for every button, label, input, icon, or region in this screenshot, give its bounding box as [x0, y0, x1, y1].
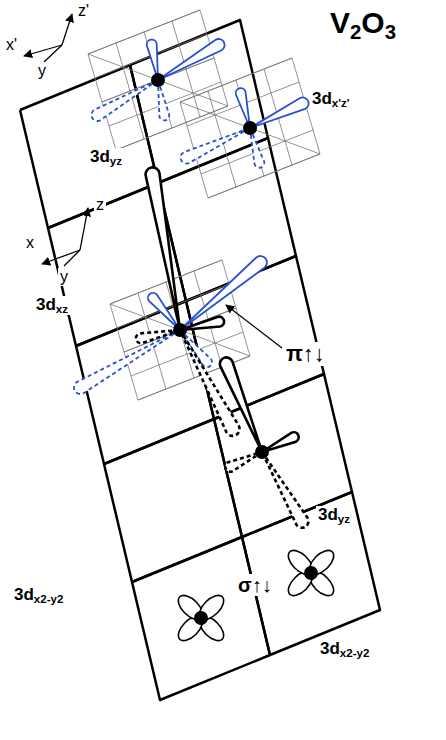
orbital-label: 3dxz	[34, 296, 70, 315]
mesh-line	[88, 10, 200, 54]
axis-arrow	[64, 250, 80, 266]
orbital-lobe	[176, 253, 270, 335]
title: V2O3	[330, 6, 396, 39]
axis-label: x'	[4, 36, 19, 54]
axis-arrow	[62, 14, 72, 45]
vanadium-atom	[243, 121, 257, 135]
orbital-lobe	[179, 123, 253, 166]
axis-label: z	[94, 196, 106, 214]
mesh-line	[124, 308, 236, 352]
mesh-line	[124, 308, 236, 352]
axis-arrow	[44, 45, 62, 62]
lattice-cell	[130, 20, 268, 183]
orbital-label: 3dx2-y2	[318, 640, 371, 659]
vanadium-atom	[304, 566, 318, 580]
mesh-line	[110, 304, 250, 356]
orbital-label: 3dyz	[88, 148, 124, 167]
orbital-label: 3dx2-y2	[12, 586, 65, 605]
lattice-cell	[132, 537, 270, 700]
axis-arrow	[226, 305, 282, 348]
vanadium-atom	[194, 611, 208, 625]
axis-arrow	[80, 208, 88, 250]
lattice-cell	[186, 256, 324, 419]
axis-arrow	[42, 250, 80, 264]
vanadium-atom	[151, 73, 165, 87]
mesh-line	[88, 10, 200, 54]
orbital-lobe	[72, 324, 184, 396]
orbital-lobe	[155, 37, 227, 85]
orbital-lobe	[144, 166, 186, 331]
orbital-lobe	[89, 75, 161, 123]
axis-label: y	[36, 62, 48, 80]
lattice-grid	[20, 20, 380, 700]
lattice-cell	[104, 419, 242, 582]
axis-label: z'	[76, 2, 91, 20]
orbital-label: 3dx'z'	[310, 90, 352, 109]
vanadium-atom	[173, 323, 187, 337]
orbital-label: 3dyz	[316, 506, 352, 525]
axis-arrows	[24, 14, 282, 348]
vanadium-atom	[255, 445, 269, 459]
orbital-lobe	[256, 449, 311, 530]
orbital-lobes	[72, 37, 311, 530]
bond-label: σ↑↓	[236, 574, 274, 596]
mesh-line	[144, 32, 172, 128]
cloverleaf-orbitals	[174, 546, 338, 645]
bond-label: π↑↓	[284, 342, 327, 366]
orbital-lobe	[218, 355, 268, 454]
axis-label: y	[58, 268, 70, 286]
axis-label: x	[24, 234, 36, 252]
